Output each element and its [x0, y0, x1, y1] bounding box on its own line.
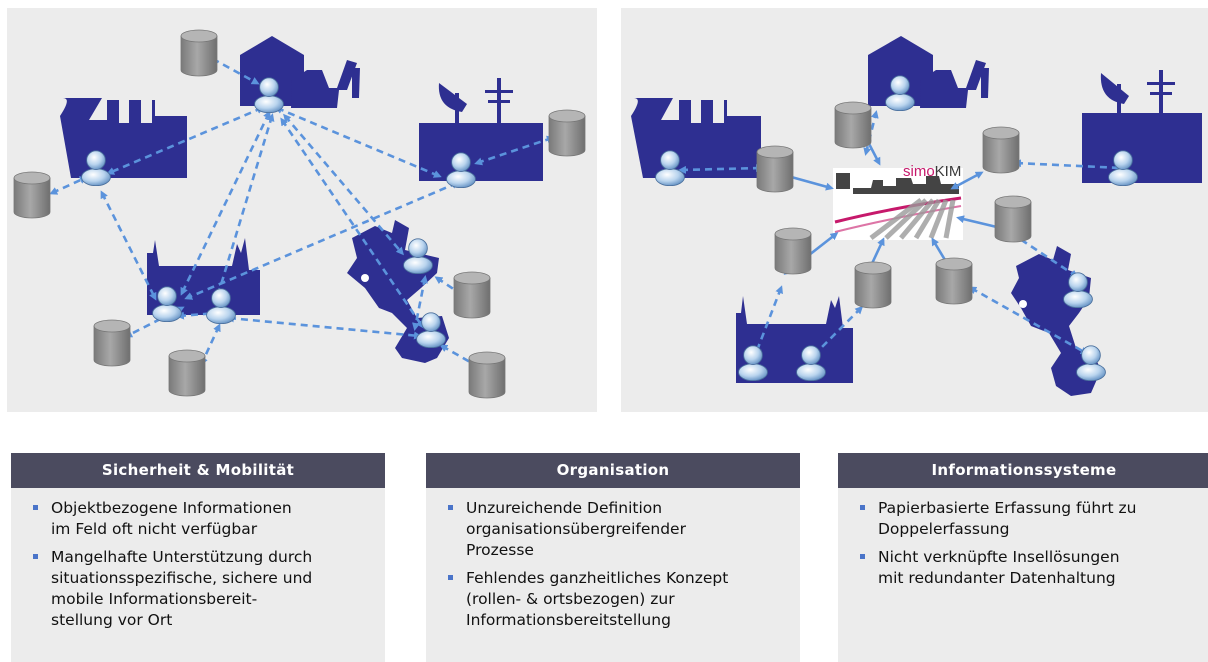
bullet-list: Papierbasierte Erfassung führt zu Doppel…	[838, 488, 1208, 589]
box-organisation: Organisation Unzureichende Definition or…	[426, 453, 800, 662]
satellite-station-icon	[419, 78, 543, 181]
list-item: Objektbezogene Informationen im Feld oft…	[33, 498, 379, 540]
town-silhouette-icon	[736, 296, 853, 383]
database-icon	[994, 195, 1032, 243]
bullet-list: Objektbezogene Informationen im Feld oft…	[11, 488, 385, 631]
diagram-current-state	[7, 8, 597, 412]
svg-text:simoKIM: simoKIM	[903, 163, 961, 180]
warehouse-with-excavator-icon	[240, 36, 360, 108]
box-title: Informationssysteme	[838, 453, 1208, 488]
network-diagram-left	[13, 29, 586, 399]
list-item: Nicht verknüpfte Insellösungen mit redun…	[860, 547, 1204, 589]
box-title: Organisation	[426, 453, 800, 488]
database-icon	[93, 319, 131, 367]
list-item: Unzureichende Definition organisationsüb…	[448, 498, 794, 561]
connection-arrows	[49, 51, 555, 368]
database-icon	[982, 126, 1020, 174]
database-icon	[468, 351, 506, 399]
network-diagram-right: simoKIM	[631, 36, 1202, 396]
warehouse-with-excavator-icon	[868, 36, 989, 108]
database-icon	[13, 171, 51, 219]
database-icon	[935, 257, 973, 305]
database-icon	[168, 349, 206, 397]
list-item: Fehlendes ganzheitliches Konzept (rollen…	[448, 568, 794, 631]
simokim-logo: simoKIM	[833, 163, 963, 240]
database-icon	[453, 271, 491, 319]
diagram-target-state: simoKIM	[621, 8, 1208, 412]
factory-icon	[631, 98, 761, 178]
box-title: Sicherheit & Mobilität	[11, 453, 385, 488]
bullet-list: Unzureichende Definition organisationsüb…	[426, 488, 800, 631]
database-icon	[756, 145, 794, 193]
list-item: Papierbasierte Erfassung führt zu Doppel…	[860, 498, 1204, 540]
list-item: Mangelhafte Unterstützung durch situatio…	[33, 547, 379, 631]
database-icon	[774, 227, 812, 275]
database-icon	[180, 29, 218, 77]
database-icon	[834, 101, 872, 149]
box-information-systems: Informationssysteme Papierbasierte Erfas…	[838, 453, 1208, 662]
database-icon	[548, 109, 586, 157]
box-security-mobility: Sicherheit & Mobilität Objektbezogene In…	[11, 453, 385, 662]
database-icon	[854, 261, 892, 309]
